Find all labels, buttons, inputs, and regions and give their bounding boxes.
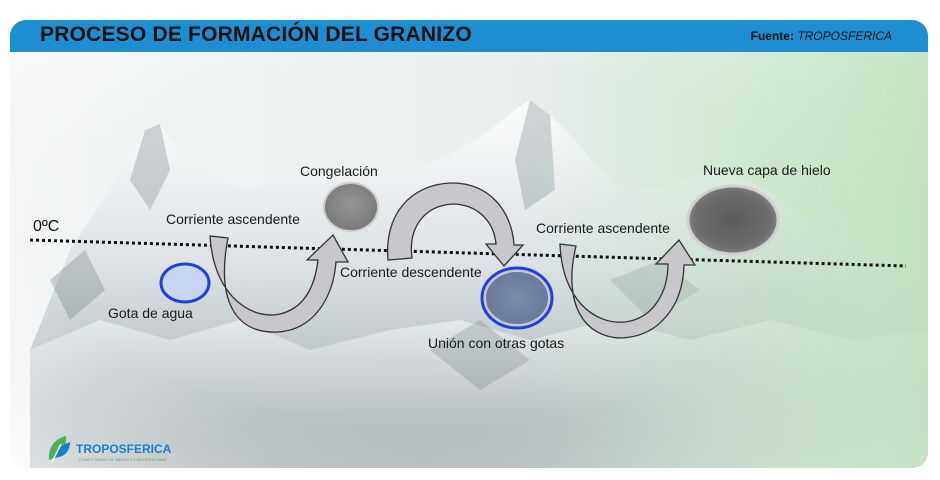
label-downdraft: Corriente descendente	[340, 264, 482, 280]
freezing-line	[29, 238, 907, 268]
title-bar: PROCESO DE FORMACIÓN DEL GRANIZO Fuente:…	[10, 20, 928, 52]
updraft-arrow-1	[209, 233, 350, 333]
source-label: Fuente:	[750, 29, 794, 43]
water-drop	[159, 262, 211, 304]
frozen-drop	[323, 182, 379, 232]
label-water-drop: Gota de agua	[108, 305, 193, 321]
page-title: PROCESO DE FORMACIÓN DEL GRANIZO	[40, 23, 472, 46]
logo-tagline: CONECTANDO EL MEDIO Y LAS PERSONAS	[79, 457, 167, 462]
merged-drop-ring	[480, 266, 554, 330]
label-new-ice-layer: Nueva capa de hielo	[703, 162, 831, 178]
troposferica-logo: TROPOSFERICA CONECTANDO EL MEDIO Y LAS P…	[46, 432, 186, 466]
logo-name: TROPOSFERICA	[76, 442, 172, 456]
merged-drop	[482, 268, 552, 328]
label-freezing: Congelación	[300, 163, 378, 179]
hailstone	[686, 184, 780, 256]
label-updraft-2: Corriente ascendente	[536, 220, 670, 236]
source-credit: Fuente: TROPOSFERICA	[751, 29, 892, 43]
label-updraft-1: Corriente ascendente	[166, 211, 300, 227]
downdraft-arrow	[386, 182, 525, 267]
label-merge: Unión con otras gotas	[428, 335, 565, 351]
updraft-arrow-2	[559, 238, 697, 339]
source-value: TROPOSFERICA	[797, 29, 892, 43]
freezing-level-label: 0ºC	[33, 218, 60, 235]
leaf-logo-icon	[48, 436, 70, 463]
